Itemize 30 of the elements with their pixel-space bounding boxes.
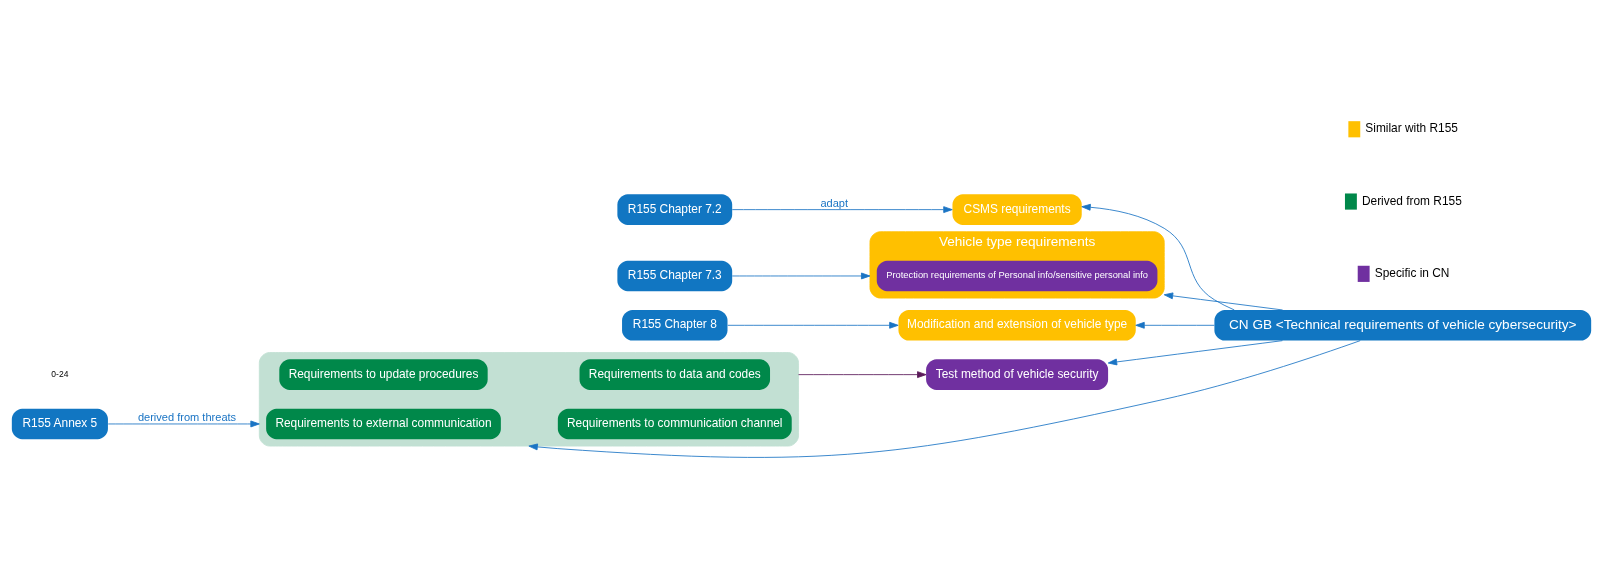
node-box: Requirements to data and codes [579,358,771,390]
node-box: Requirements to external communication [266,408,501,439]
node-box: R155 Chapter 7.2 [617,193,733,225]
node-box: Test method of vehicle security [926,358,1109,390]
node-box: R155 Chapter 7.3 [617,260,733,291]
arrow [731,272,871,279]
node-box: Requirements to update procedures [279,358,488,390]
node-box: Modification and extension of vehicle type [898,309,1136,341]
legend-label: Specific in CN [1374,265,1450,280]
arrow [1135,321,1215,329]
node-box: R155 Chapter 8 [622,309,728,341]
arrow [731,205,953,213]
arrow [1081,203,1235,310]
cluster [258,351,799,446]
arrow [528,339,1361,458]
node-box: R155 Annex 5 [11,408,108,439]
legend-label: Derived from R155 [1361,193,1462,208]
arrow [798,370,927,378]
node-box: Requirements to communication channel [557,408,792,439]
arrow [1107,339,1283,365]
node-box: Protection requirements of Personal info/sensitive personal info [876,260,1158,291]
label: 0-24 [51,368,69,379]
node-box: CN GB <Technical requirements of vehicle cybersecurity> [1214,309,1592,341]
node-box: CSMS requirements [952,193,1082,225]
arrow [107,420,260,427]
arrow [727,321,899,329]
edge-label: derived from threats [137,410,237,423]
edge-label: adapt [820,196,849,209]
arrow [1163,291,1284,310]
legend-label: Similar with R155 [1365,120,1458,135]
